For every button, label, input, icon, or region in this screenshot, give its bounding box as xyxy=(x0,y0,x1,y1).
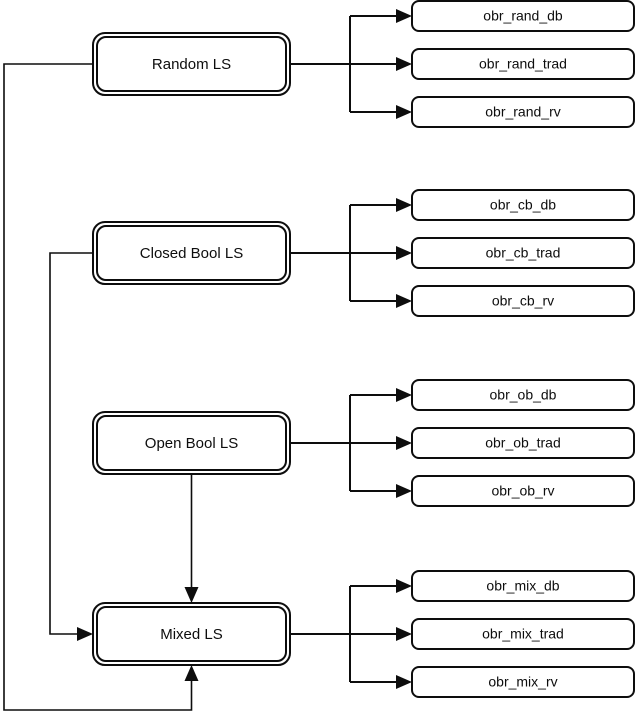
connector-random-fanout xyxy=(290,9,412,119)
arrow-head-icon xyxy=(396,198,412,212)
leaf-openbool-rv[interactable]: obr_ob_rv xyxy=(411,475,635,507)
leaf-mixed-db[interactable]: obr_mix_db xyxy=(411,570,635,602)
group-open-bool: Open Bool LS obr_ob_db obr_ob_trad obr_o… xyxy=(92,379,635,507)
leaf-mixed-trad[interactable]: obr_mix_trad xyxy=(411,618,635,650)
leaf-mixed-rv[interactable]: obr_mix_rv xyxy=(411,666,635,698)
leaf-random-db[interactable]: obr_rand_db xyxy=(411,0,635,32)
arrow-head-icon xyxy=(396,436,412,450)
leaf-random-trad[interactable]: obr_rand_trad xyxy=(411,48,635,80)
arrow-head-icon xyxy=(396,9,412,23)
arrow-head-icon xyxy=(396,579,412,593)
connector-closedbool-fanout xyxy=(290,198,412,308)
group-mixed: Mixed LS obr_mix_db obr_mix_trad obr_mix… xyxy=(92,570,635,698)
node-open-bool-ls[interactable]: Open Bool LS xyxy=(92,411,291,475)
leaf-openbool-trad[interactable]: obr_ob_trad xyxy=(411,427,635,459)
arrow-head-icon xyxy=(396,627,412,641)
arrow-head-icon xyxy=(184,665,199,681)
node-closed-bool-ls[interactable]: Closed Bool LS xyxy=(92,221,291,285)
leaf-closedbool-rv[interactable]: obr_cb_rv xyxy=(411,285,635,317)
arrow-head-icon xyxy=(396,484,412,498)
node-mixed-ls[interactable]: Mixed LS xyxy=(92,602,291,666)
arrow-head-icon xyxy=(396,388,412,402)
arrow-head-icon xyxy=(396,105,412,119)
leaf-closedbool-db[interactable]: obr_cb_db xyxy=(411,189,635,221)
arrow-head-icon xyxy=(396,675,412,689)
connector-openbool-fanout xyxy=(290,388,412,498)
leaf-closedbool-trad[interactable]: obr_cb_trad xyxy=(411,237,635,269)
arrow-head-icon xyxy=(77,627,93,641)
edge-closedbool-to-mixed xyxy=(49,252,93,641)
arrow-head-icon xyxy=(396,246,412,260)
leaf-openbool-db[interactable]: obr_ob_db xyxy=(411,379,635,411)
connector-mixed-fanout xyxy=(290,579,412,689)
arrow-head-icon xyxy=(396,294,412,308)
edge-random-to-mixed xyxy=(3,63,199,711)
group-random: Random LS obr_rand_db obr_rand_trad obr_… xyxy=(92,0,635,128)
arrow-head-icon xyxy=(184,587,199,603)
arrow-head-icon xyxy=(396,57,412,71)
edge-openbool-to-mixed xyxy=(184,474,199,603)
leaf-random-rv[interactable]: obr_rand_rv xyxy=(411,96,635,128)
node-random-ls[interactable]: Random LS xyxy=(92,32,291,96)
group-closed-bool: Closed Bool LS obr_cb_db obr_cb_trad obr… xyxy=(92,189,635,317)
